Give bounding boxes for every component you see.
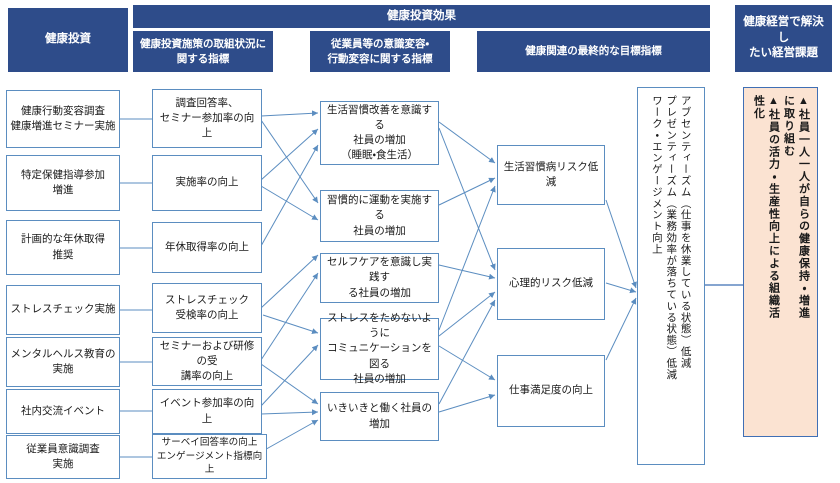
header-col-measures-label: 健康投資施策の取組状況に 関する指標 [140, 38, 266, 65]
behavior-item-4-label: ストレスをためないように コミュニケーションを図る 社員の増加 [327, 311, 432, 385]
header-effect-band: 健康投資効果 [133, 5, 710, 28]
behavior-item-4[interactable]: ストレスをためないように コミュニケーションを図る 社員の増加 [320, 312, 439, 385]
investment-item-2[interactable]: 特定保健指導参加 増進 [6, 155, 120, 211]
header-investment: 健康投資 [8, 8, 128, 72]
measure-item-4[interactable]: ストレスチェック 受検率の向上 [152, 283, 262, 333]
measure-item-2[interactable]: 実施率の向上 [152, 155, 262, 211]
investment-item-7-label: 従業員意識調査 実施 [26, 442, 100, 470]
outcome-line-2: プレゼンティーズム（業務効率が落ちている状態）低減 [665, 95, 678, 380]
final-item-3[interactable]: 仕事満足度の向上 [497, 355, 605, 427]
measure-item-6-label: イベント参加率の向上 [159, 397, 255, 425]
issue-line-3: ▲社員の活力・生産性向上による組織活 [767, 95, 780, 320]
behavior-item-1[interactable]: 生活習慣改善を意識する 社員の増加 （睡眠・食生活） [320, 101, 439, 165]
header-col-issue: 健康経営で解決し たい経営課題 [735, 5, 832, 72]
behavior-item-5[interactable]: いきいきと働く社員の増加 [320, 392, 439, 441]
behavior-item-3[interactable]: セルフケアを意識し実践す る社員の増加 [320, 253, 439, 303]
header-col-final-label: 健康関連の最終的な目標指標 [525, 45, 662, 58]
behavior-item-2-label: 習慣的に運動を実施する 社員の増加 [327, 194, 432, 237]
issue-panel[interactable]: ▲社員一人一人が自らの健康保持・増進 に取り組む ▲社員の活力・生産性向上による… [743, 87, 818, 437]
measure-item-5-label: セミナーおよび研修の受 講率の向上 [159, 339, 255, 383]
investment-item-7[interactable]: 従業員意識調査 実施 [6, 435, 120, 479]
final-item-3-label: 仕事満足度の向上 [509, 384, 593, 397]
investment-item-4-label: ストレスチェック実施 [10, 303, 116, 316]
outcome-line-1: アブセンティーズム（仕事を休業している状態）低減 [679, 95, 692, 369]
header-col-behavior-label: 従業員等の意識変容・ 行動変容に関する指標 [327, 38, 433, 65]
header-col-issue-label: 健康経営で解決し たい経営課題 [743, 16, 824, 60]
measure-item-3[interactable]: 年休取得率の向上 [152, 222, 262, 273]
header-col-behavior: 従業員等の意識変容・ 行動変容に関する指標 [310, 31, 450, 72]
measure-item-7-label: サーベイ回答率の向上 エンゲージメント指標向上 [156, 436, 263, 476]
investment-item-4[interactable]: ストレスチェック実施 [6, 285, 120, 335]
investment-item-6[interactable]: 社内交流イベント [6, 389, 120, 434]
issue-line-2: に取り組む [782, 95, 795, 157]
measure-item-1[interactable]: 調査回答率、 セミナー参加率の向上 [152, 89, 262, 148]
measure-item-1-label: 調査回答率、 セミナー参加率の向上 [159, 96, 255, 140]
header-effect-band-label: 健康投資効果 [387, 9, 456, 22]
final-item-1-label: 生活習慣病リスク低減 [503, 160, 599, 188]
issue-line-1: ▲社員一人一人が自らの健康保持・増進 [797, 95, 810, 320]
header-investment-label: 健康投資 [45, 33, 91, 46]
issue-line-4: 性化 [752, 95, 765, 120]
investment-item-3-label: 計画的な年休取得 推奨 [21, 233, 105, 261]
measure-item-6[interactable]: イベント参加率の向上 [152, 389, 262, 434]
measure-item-7[interactable]: サーベイ回答率の向上 エンゲージメント指標向上 [152, 434, 267, 479]
final-item-1[interactable]: 生活習慣病リスク低減 [497, 145, 605, 205]
final-item-2-label: 心理的リスク低減 [509, 277, 593, 290]
outcome-panel[interactable]: アブセンティーズム（仕事を休業している状態）低減 プレゼンティーズム（業務効率が… [637, 87, 705, 465]
header-col-measures: 健康投資施策の取組状況に 関する指標 [133, 31, 273, 72]
measure-item-4-label: ストレスチェック 受検率の向上 [165, 293, 249, 321]
behavior-item-2[interactable]: 習慣的に運動を実施する 社員の増加 [320, 190, 439, 242]
investment-item-5-label: メンタルヘルス教育の 実施 [10, 347, 116, 375]
outcome-line-3: ワーク・エンゲージメント向上 [650, 95, 663, 255]
investment-item-5[interactable]: メンタルヘルス教育の 実施 [6, 337, 120, 387]
investment-item-1-label: 健康行動変容調査 健康増進セミナー実施 [10, 104, 116, 132]
measure-item-2-label: 実施率の向上 [175, 176, 239, 189]
measure-item-3-label: 年休取得率の向上 [165, 240, 249, 253]
behavior-item-5-label: いきいきと働く社員の増加 [327, 402, 432, 430]
header-col-final: 健康関連の最終的な目標指標 [477, 31, 710, 72]
final-item-2[interactable]: 心理的リスク低減 [497, 248, 605, 320]
behavior-item-1-label: 生活習慣改善を意識する 社員の増加 （睡眠・食生活） [327, 103, 432, 162]
investment-item-1[interactable]: 健康行動変容調査 健康増進セミナー実施 [6, 90, 120, 148]
investment-item-3[interactable]: 計画的な年休取得 推奨 [6, 220, 120, 275]
measure-item-5[interactable]: セミナーおよび研修の受 講率の向上 [152, 337, 262, 386]
investment-item-6-label: 社内交流イベント [21, 404, 105, 417]
investment-item-2-label: 特定保健指導参加 増進 [21, 168, 105, 196]
behavior-item-3-label: セルフケアを意識し実践す る社員の増加 [327, 256, 432, 299]
